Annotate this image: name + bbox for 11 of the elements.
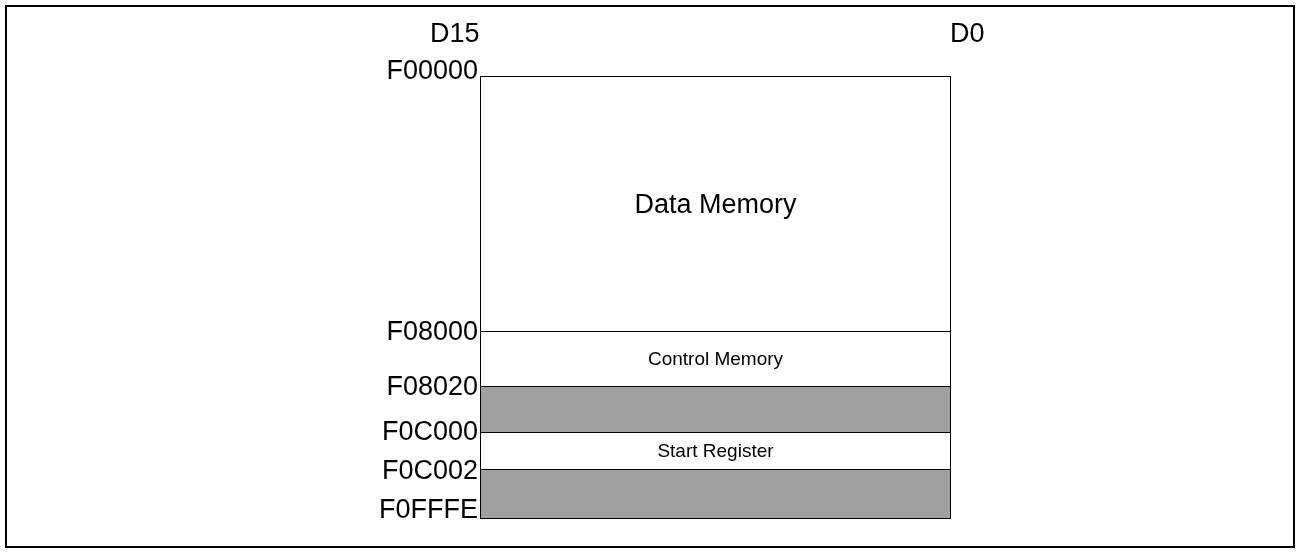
reserved-region: [480, 469, 951, 519]
address-label: F0C000: [381, 418, 478, 445]
memory-region: Data Memory: [480, 76, 951, 332]
bit-label: D15: [430, 20, 480, 47]
bit-label: D0: [950, 20, 985, 47]
address-label: F00000: [386, 57, 478, 84]
address-label: F0C002: [381, 457, 478, 484]
reserved-region: [480, 386, 951, 433]
address-label: F0FFFE: [379, 496, 478, 523]
address-label: F08000: [386, 318, 478, 345]
address-label: F08020: [386, 373, 478, 400]
